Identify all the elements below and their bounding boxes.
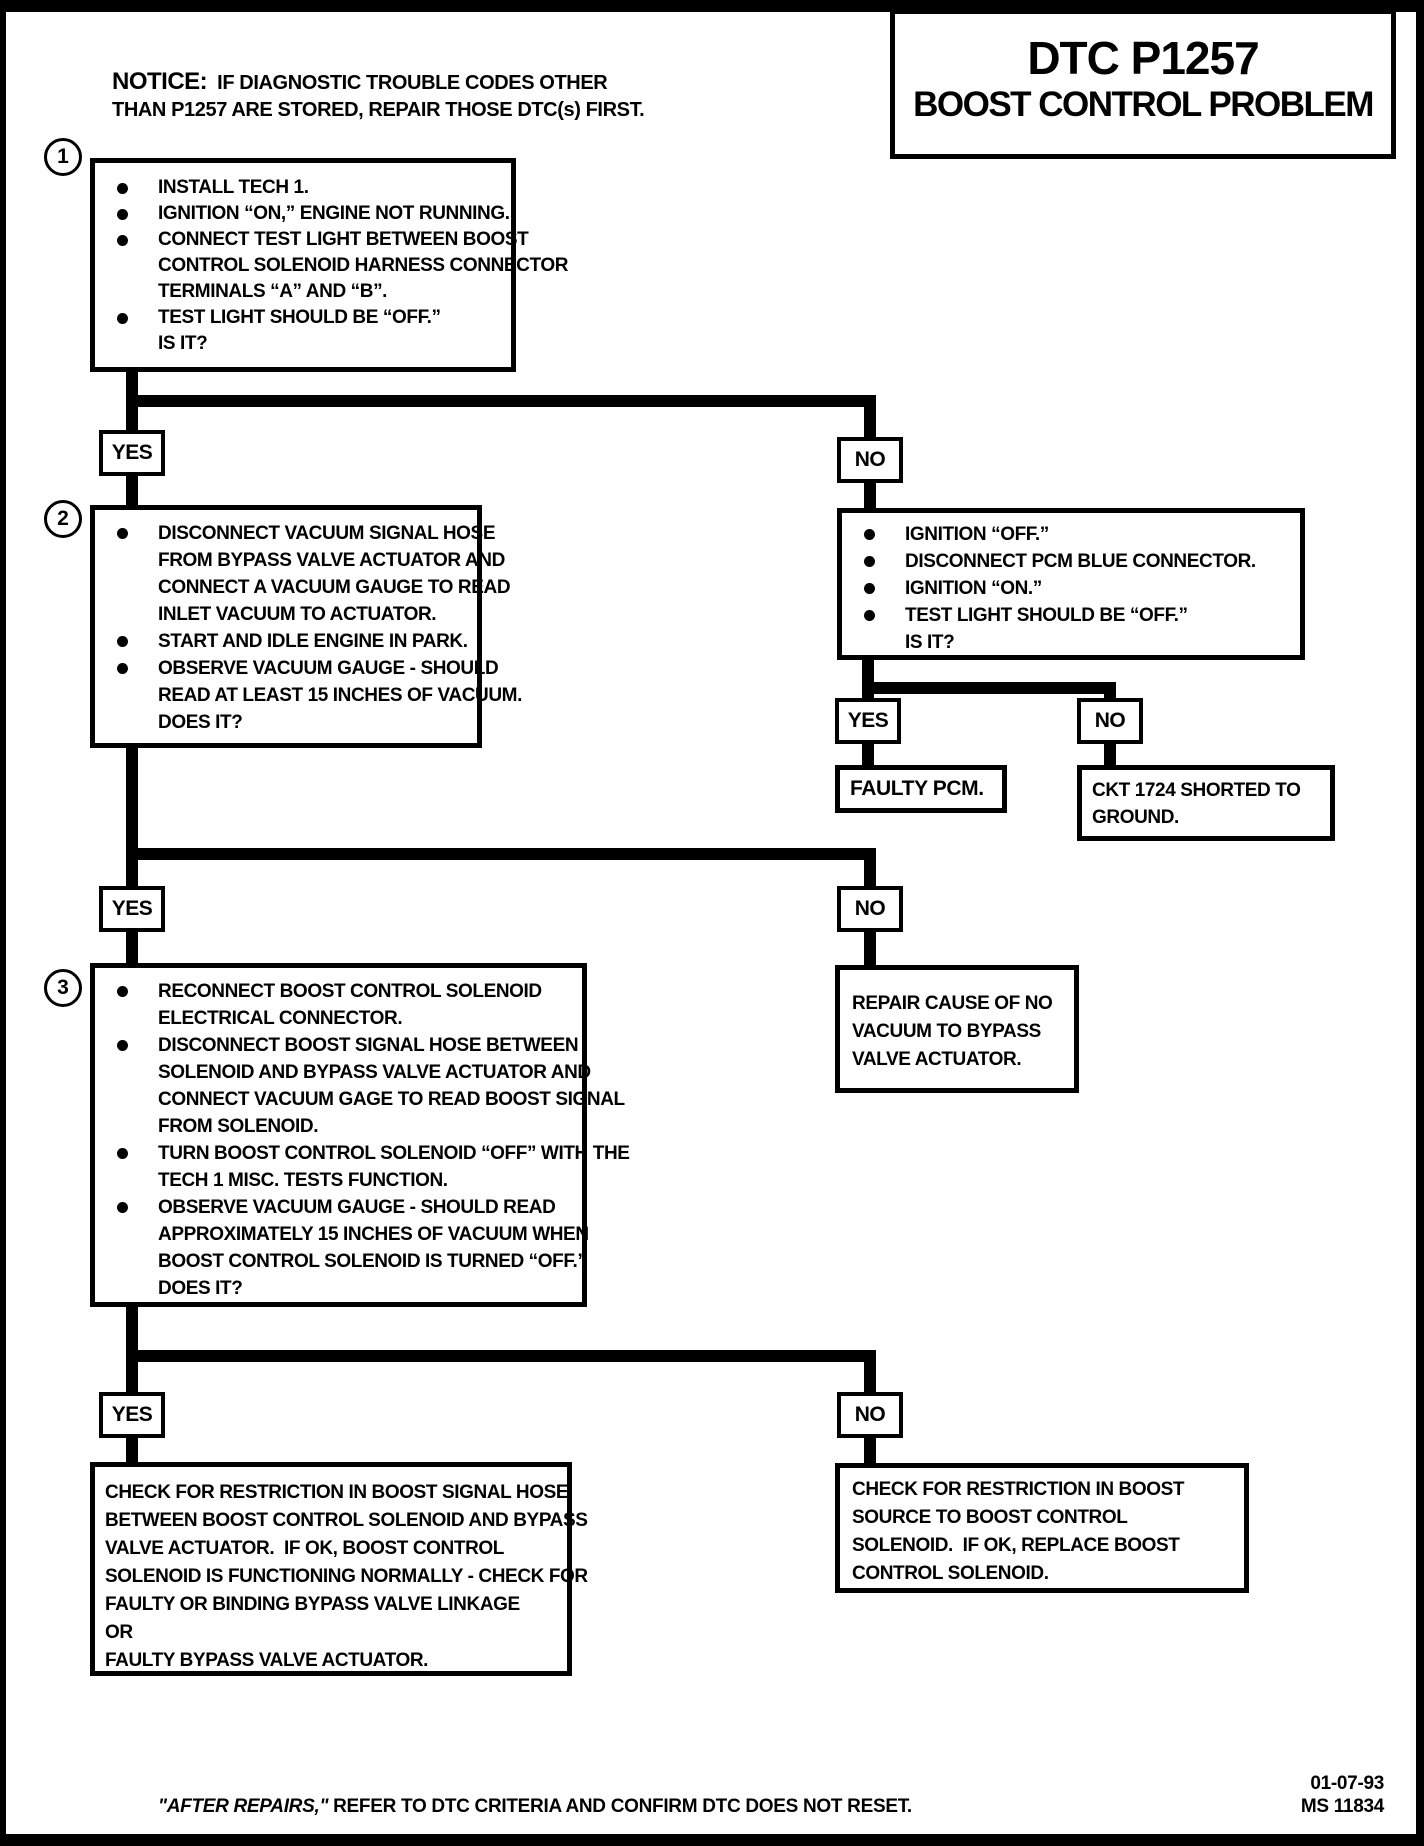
step-3-bullet: TURN BOOST CONTROL SOLENOID “OFF” WITH T… <box>158 1143 630 1191</box>
connector-line <box>864 395 876 439</box>
bullet-icon <box>117 663 128 674</box>
bullet-icon <box>117 636 128 647</box>
step-1-bullet: TEST LIGHT SHOULD BE “OFF.” IS IT? <box>158 307 441 354</box>
result-box-ckt-shorted: CKT 1724 SHORTED TO GROUND. <box>1077 765 1335 841</box>
connector-line <box>862 658 874 702</box>
no-branch-1-bullet: IGNITION “ON.” <box>905 578 1042 599</box>
bullet-icon <box>117 1040 128 1051</box>
step-3-number: 3 <box>44 969 82 1007</box>
connector-line <box>864 848 876 890</box>
bullet-icon <box>117 313 128 324</box>
connector-line <box>862 742 874 769</box>
connector-line <box>864 1436 876 1467</box>
result-box-check-boost-source: CHECK FOR RESTRICTION IN BOOST SOURCE TO… <box>835 1463 1249 1593</box>
connector-line <box>864 930 876 968</box>
connector-line <box>1104 742 1116 769</box>
step-2-box: DISCONNECT VACUUM SIGNAL HOSE FROM BYPAS… <box>90 505 522 748</box>
no-label-1: NO <box>837 437 903 483</box>
connector-line <box>126 1350 876 1362</box>
connector-line <box>862 682 1116 694</box>
notice-label: NOTICE: <box>112 68 208 95</box>
yes-label-3: YES <box>99 886 165 932</box>
notice-line-2: THAN P1257 ARE STORED, REPAIR THOSE DTC(… <box>112 99 645 121</box>
connector-line <box>126 930 138 966</box>
step-3-bullet: RECONNECT BOOST CONTROL SOLENOID ELECTRI… <box>158 981 542 1029</box>
bullet-icon <box>117 235 128 246</box>
no-label-4: NO <box>837 1392 903 1438</box>
step-2-bullet: START AND IDLE ENGINE IN PARK. <box>158 631 468 652</box>
step-2-bullet: DISCONNECT VACUUM SIGNAL HOSE FROM BYPAS… <box>158 523 511 625</box>
yes-label-4: YES <box>99 1392 165 1438</box>
bullet-icon <box>117 209 128 220</box>
result-text: CKT 1724 SHORTED TO GROUND. <box>1092 780 1301 828</box>
footer-instruction: "AFTER REPAIRS," REFER TO DTC CRITERIA A… <box>158 1796 912 1818</box>
yes-label-2: YES <box>835 698 901 744</box>
notice-line-1: IF DIAGNOSTIC TROUBLE CODES OTHER <box>217 72 608 94</box>
no-branch-1-bullet: TEST LIGHT SHOULD BE “OFF.” IS IT? <box>905 605 1188 653</box>
title-box: DTC P1257 BOOST CONTROL PROBLEM <box>890 9 1396 159</box>
bullet-icon <box>117 1202 128 1213</box>
connector-line <box>864 481 876 511</box>
bullet-icon <box>117 1148 128 1159</box>
result-text: FAULTY PCM. <box>850 777 984 800</box>
problem-title: BOOST CONTROL PROBLEM <box>913 85 1374 124</box>
no-label-2: NO <box>1077 698 1143 744</box>
result-text: REPAIR CAUSE OF NO VACUUM TO BYPASS VALV… <box>852 993 1053 1070</box>
no-label-3: NO <box>837 886 903 932</box>
step-3-bullet: OBSERVE VACUUM GAUGE - SHOULD READ APPRO… <box>158 1197 589 1299</box>
result-box-check-signal-hose: CHECK FOR RESTRICTION IN BOOST SIGNAL HO… <box>90 1462 588 1676</box>
no-branch-1-box: IGNITION “OFF.” DISCONNECT PCM BLUE CONN… <box>837 508 1305 660</box>
step-1-box: INSTALL TECH 1. IGNITION “ON,” ENGINE NO… <box>90 158 568 372</box>
bullet-icon <box>864 529 875 540</box>
step-1-number: 1 <box>44 138 82 176</box>
notice: NOTICE: IF DIAGNOSTIC TROUBLE CODES OTHER… <box>112 68 712 124</box>
footer-date: 01-07-93 <box>1310 1773 1384 1794</box>
no-branch-1-bullet: IGNITION “OFF.” <box>905 524 1049 545</box>
result-box-repair-vacuum: REPAIR CAUSE OF NO VACUUM TO BYPASS VALV… <box>835 965 1079 1093</box>
step-2-bullet: OBSERVE VACUUM GAUGE - SHOULD READ AT LE… <box>158 658 522 733</box>
connector-line <box>126 746 138 890</box>
connector-line <box>126 395 876 407</box>
bullet-icon <box>864 583 875 594</box>
footer-doc-number: MS 11834 <box>1300 1796 1384 1817</box>
connector-line <box>1104 682 1116 702</box>
connector-line <box>126 848 876 860</box>
step-3-box: RECONNECT BOOST CONTROL SOLENOID ELECTRI… <box>90 963 630 1307</box>
step-3-bullet: DISCONNECT BOOST SIGNAL HOSE BETWEEN SOL… <box>158 1035 625 1137</box>
bullet-icon <box>117 986 128 997</box>
step-1-bullet: CONNECT TEST LIGHT BETWEEN BOOST CONTROL… <box>158 229 569 302</box>
bullet-icon <box>117 183 128 194</box>
footer-after-repairs: "AFTER REPAIRS," <box>158 1796 329 1817</box>
bullet-icon <box>864 610 875 621</box>
step-2-number: 2 <box>44 500 82 538</box>
connector-line <box>126 1436 138 1466</box>
yes-label-1: YES <box>99 430 165 476</box>
step-1-bullet: INSTALL TECH 1. <box>158 177 309 198</box>
step-1-bullet: IGNITION “ON,” ENGINE NOT RUNNING. <box>158 203 510 224</box>
footer-instruction-text: REFER TO DTC CRITERIA AND CONFIRM DTC DO… <box>328 1796 912 1817</box>
footer-reference: 01-07-93 MS 11834 <box>1301 1772 1384 1818</box>
connector-line <box>126 474 138 508</box>
result-box-faulty-pcm: FAULTY PCM. <box>835 765 1007 813</box>
connector-line <box>864 1350 876 1396</box>
bullet-icon <box>117 528 128 539</box>
no-branch-1-bullet: DISCONNECT PCM BLUE CONNECTOR. <box>905 551 1256 572</box>
dtc-code-title: DTC P1257 <box>1027 32 1259 84</box>
result-text: CHECK FOR RESTRICTION IN BOOST SIGNAL HO… <box>105 1482 588 1671</box>
bullet-icon <box>864 556 875 567</box>
result-text: CHECK FOR RESTRICTION IN BOOST SOURCE TO… <box>852 1479 1185 1584</box>
